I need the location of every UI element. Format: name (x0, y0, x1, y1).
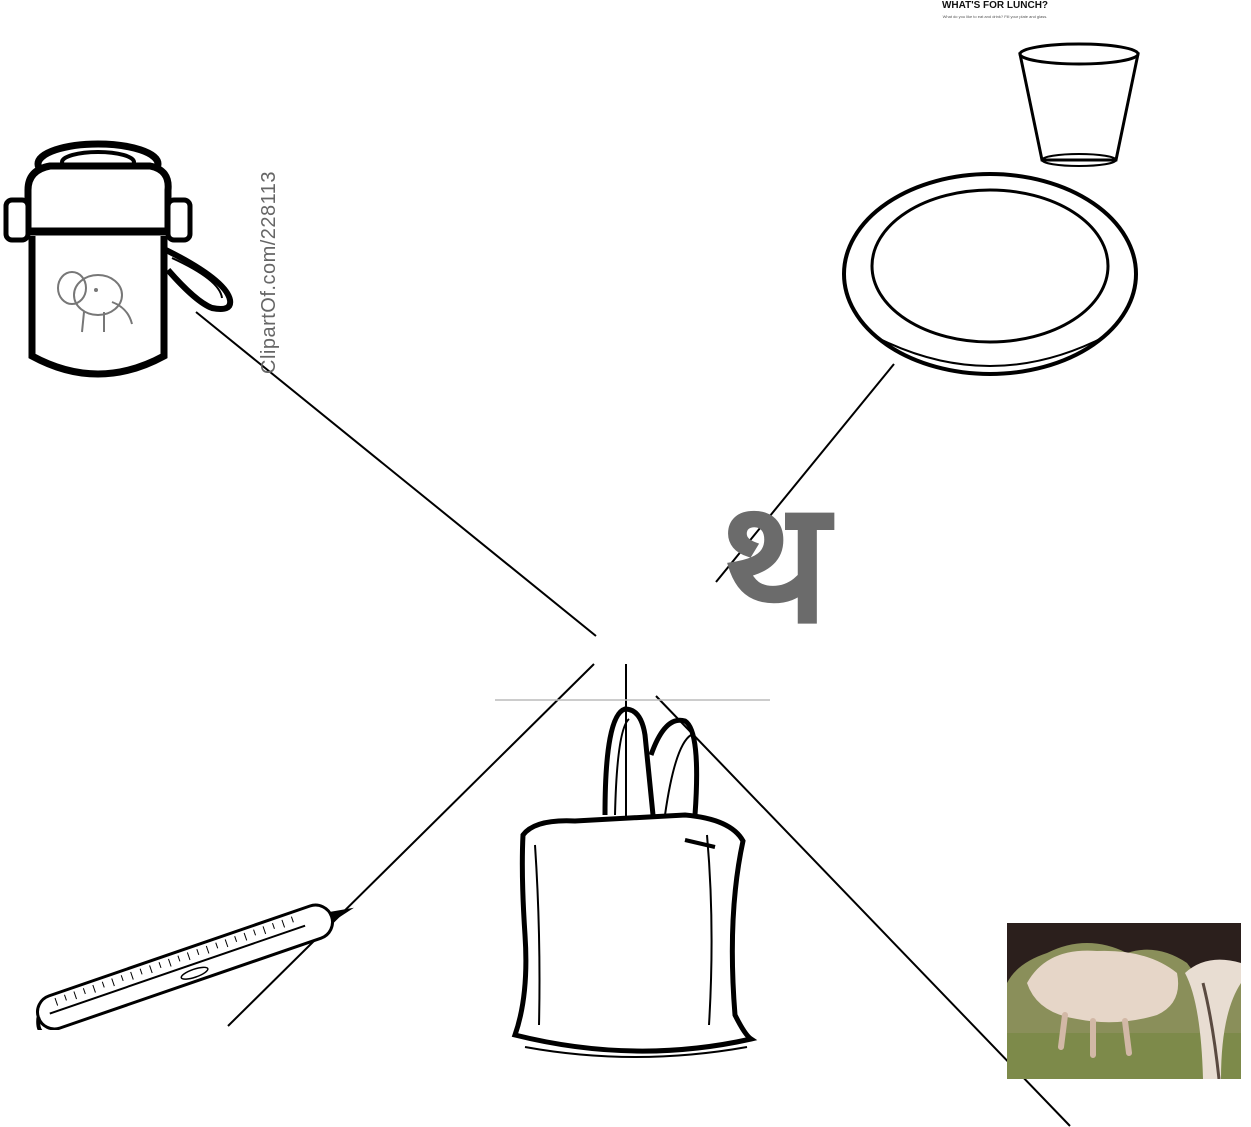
line-bottle (195, 311, 597, 637)
cow-udder-photo (1007, 923, 1241, 1079)
lunch-subtitle: What do you like to eat and drink? Fill … (942, 14, 1048, 19)
line-plate (715, 363, 895, 583)
thermometer-icon (36, 903, 354, 1030)
line-cow (655, 695, 1071, 1127)
sipper-bottle-icon (3, 140, 234, 378)
center-letter: थ (720, 464, 830, 662)
bottle-watermark: ClipartOf.com/228113 (258, 170, 280, 374)
plate-and-glass-icon (842, 42, 1140, 376)
lunch-title: WHAT'S FOR LUNCH? (941, 0, 1049, 11)
line-thermometer (227, 663, 595, 1027)
bag-icon (495, 699, 770, 1058)
